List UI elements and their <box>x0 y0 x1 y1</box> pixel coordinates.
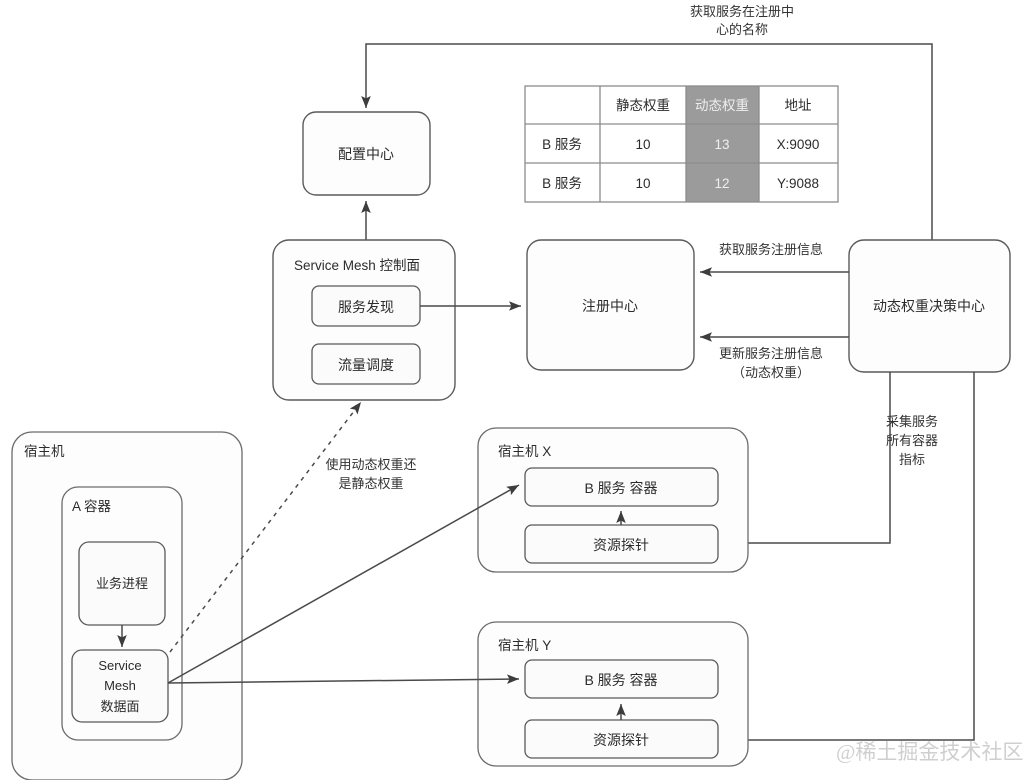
control-plane-label: Service Mesh 控制面 <box>294 258 420 273</box>
mesh-data-plane-box <box>71 649 169 723</box>
container-a-label: A 容器 <box>72 498 112 514</box>
connector-mesh-data-plane-to-host-y-container <box>167 674 520 684</box>
connector-decision-to-host-y-probe <box>724 372 975 745</box>
node-registry-center: 注册中心 <box>526 239 695 371</box>
traffic-scheduling-label: 流量调度 <box>338 357 394 373</box>
weight-table-row1-address: X:9090 <box>777 137 820 152</box>
weight-table-header-dynamic: 动态权重 <box>695 97 749 113</box>
mesh-data-plane-label-line3: 数据面 <box>100 699 139 714</box>
watermark-label: @稀土掘金技术社区 <box>836 740 1023 764</box>
annotation-collect-metrics-line2: 所有容器 <box>886 433 938 448</box>
config-center-label: 配置中心 <box>338 146 394 162</box>
node-host-left: 宿主机 A 容器 业务进程 Service Mesh 数据面 <box>11 431 243 780</box>
annotation-fetch-service-name-line1: 获取服务在注册中 <box>690 4 794 19</box>
host-x-service-container-label: B 服务 容器 <box>584 480 657 496</box>
host-left-label: 宿主机 <box>24 443 65 459</box>
business-process-label: 业务进程 <box>96 576 148 591</box>
annotation-weight-choice-line1: 使用动态权重还 <box>325 457 416 472</box>
annotation-collect-metrics-line1: 采集服务 <box>886 414 938 429</box>
decision-center-label: 动态权重决策中心 <box>873 298 985 314</box>
annotation-update-registry-info-line1: 更新服务注册信息 <box>719 346 823 361</box>
node-host-x: 宿主机 X B 服务 容器 资源探针 <box>477 427 749 573</box>
service-discovery-label: 服务发现 <box>338 299 394 315</box>
node-service-mesh-control-plane: Service Mesh 控制面 服务发现 流量调度 <box>272 239 456 401</box>
node-dynamic-weight-decision-center: 动态权重决策中心 <box>848 239 1011 373</box>
host-x-service-container-box <box>524 467 719 507</box>
node-traffic-scheduling-box <box>311 343 421 385</box>
host-y-label: 宿主机 Y <box>498 637 551 653</box>
weight-table-row1-static: 10 <box>635 137 650 152</box>
weight-table-header-address: 地址 <box>785 98 812 113</box>
node-host-y: 宿主机 Y B 服务 容器 资源探针 <box>477 621 749 767</box>
annotation-update-registry-info-line2: （动态权重） <box>732 365 810 380</box>
connector-decision-to-host-x-probe <box>724 372 891 548</box>
host-y-probe-label: 资源探针 <box>593 732 649 748</box>
host-x-probe-label: 资源探针 <box>593 537 649 553</box>
weight-table-highlight-column <box>686 86 759 202</box>
mesh-data-plane-label-line1: Service <box>98 658 141 673</box>
registry-center-label: 注册中心 <box>582 298 638 314</box>
weight-table-row2-dynamic: 12 <box>714 176 729 191</box>
weight-table-row2-name: B 服务 <box>542 176 582 191</box>
host-y-service-container-label: B 服务 容器 <box>584 672 657 688</box>
weight-table-row2-address: Y:9088 <box>777 176 819 191</box>
node-config-center: 配置中心 <box>302 111 431 196</box>
annotation-fetch-registry-info: 获取服务注册信息 <box>719 242 823 257</box>
annotation-fetch-service-name-line2: 心的名称 <box>716 22 768 37</box>
host-x-label: 宿主机 X <box>498 443 551 459</box>
weight-table-row1-name: B 服务 <box>542 137 582 152</box>
weight-table-row2-static: 10 <box>635 176 650 191</box>
annotation-weight-choice-line2: 是静态权重 <box>338 476 403 491</box>
annotation-collect-metrics-line3: 指标 <box>899 452 925 467</box>
connector-decision-to-config-center <box>361 43 933 240</box>
host-y-service-container-box <box>524 659 719 699</box>
weight-table-row1-dynamic: 13 <box>714 137 729 152</box>
weight-table-header-static: 静态权重 <box>616 97 670 113</box>
weight-table: 静态权重 动态权重 地址 B 服务 10 13 X:9090 B 服务 10 1… <box>524 85 839 203</box>
connector-mesh-data-plane-to-control-plane <box>169 401 362 653</box>
mesh-data-plane-label-line2: Mesh <box>104 678 136 693</box>
connector-mesh-data-plane-to-host-x-container <box>167 484 520 684</box>
